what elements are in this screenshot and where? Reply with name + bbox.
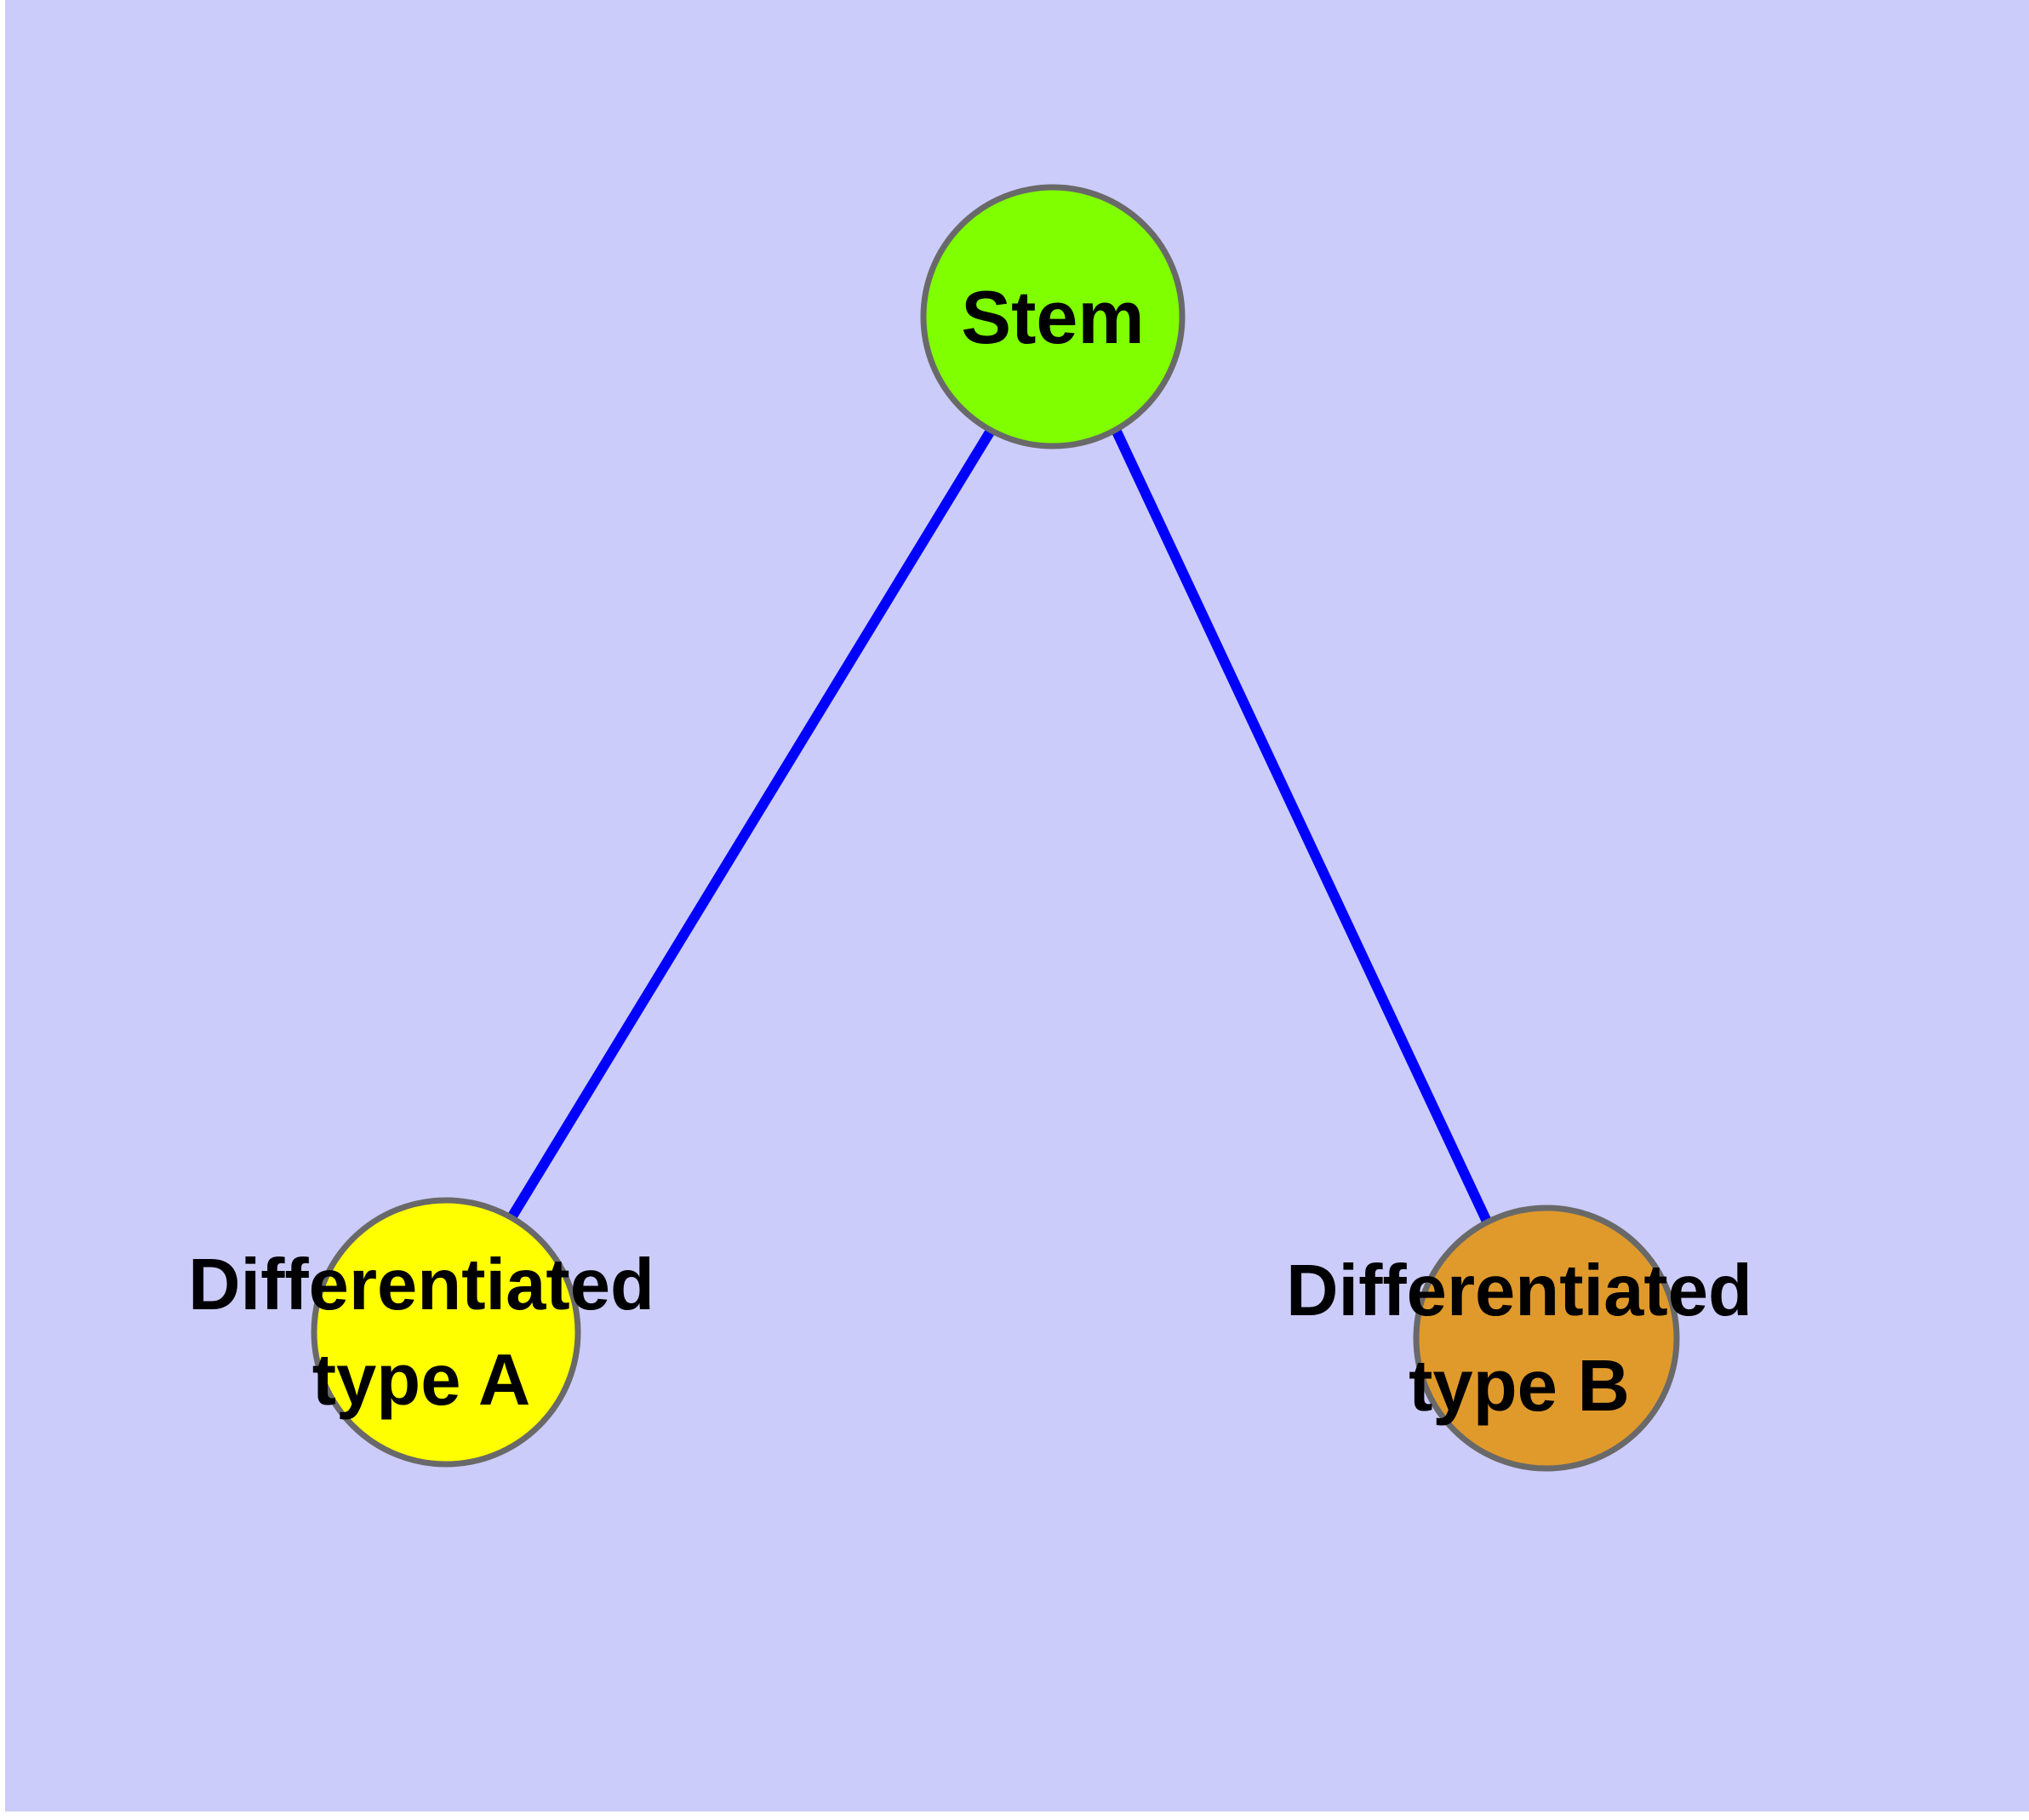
node-stem[interactable] [920, 184, 1186, 449]
node-layer [311, 184, 1680, 1472]
node-diff-b[interactable] [1413, 1205, 1680, 1472]
node-diff-a-label-line1: Differentiated [188, 1245, 654, 1325]
node-diff-b-label-line2: type B [1409, 1346, 1630, 1427]
edge-layer [506, 427, 1493, 1226]
edge-stem-to-diff-a[interactable] [506, 427, 996, 1222]
node-diff-b-label-line1: Differentiated [1286, 1251, 1752, 1331]
node-diff-b-circle[interactable] [1413, 1205, 1680, 1472]
label-layer: Stem Differentiated type A Differentiate… [188, 275, 1752, 1427]
node-diff-a-circle[interactable] [311, 1197, 581, 1468]
node-stem-label: Stem [961, 275, 1144, 359]
node-diff-a-label-line2: type A [312, 1340, 531, 1421]
node-diff-a[interactable] [311, 1197, 581, 1468]
edge-stem-to-diff-b[interactable] [1112, 429, 1493, 1226]
node-stem-circle[interactable] [920, 184, 1186, 449]
